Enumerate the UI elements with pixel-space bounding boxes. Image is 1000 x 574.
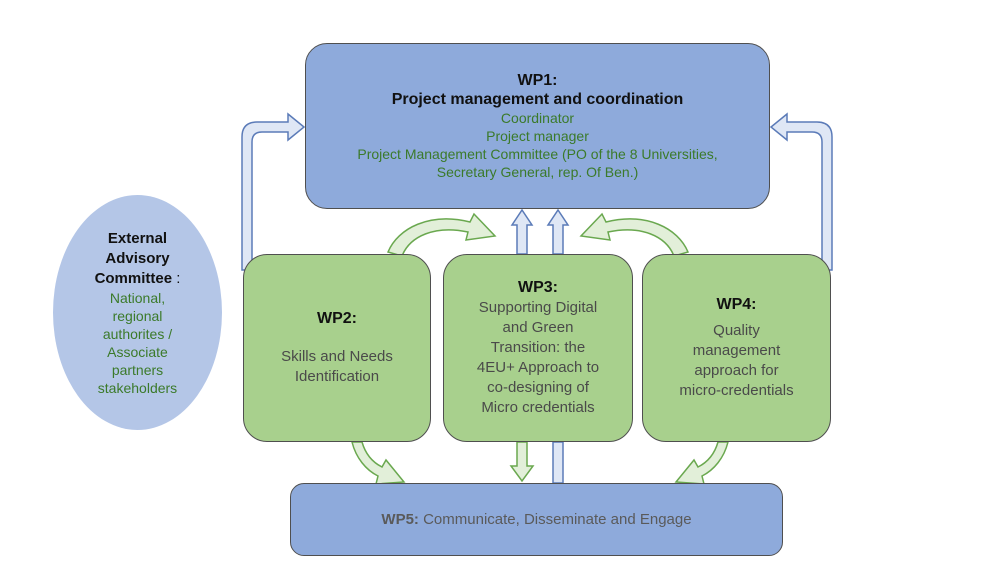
arrow-wp3-down-to-wp5-blue: [552, 441, 564, 484]
wp5-text: Communicate, Disseminate and Engage: [423, 510, 692, 528]
wp2-title: WP2:: [317, 310, 357, 327]
wp3-line: Micro credentials: [481, 399, 595, 416]
wp2-box: WP2: Skills and Needs Identification: [243, 254, 431, 442]
wp2-line: Skills and Needs: [281, 348, 393, 365]
wp1-line: Coordinator: [500, 110, 575, 126]
wp1-subtitle: Project management and coordination: [391, 91, 684, 108]
wp5-row: WP5: Communicate, Disseminate and Engage: [381, 510, 691, 530]
wp4-box: WP4: Quality management approach for mic…: [642, 254, 831, 442]
external-title-line: Committee :: [95, 269, 181, 289]
external-title-line: Advisory: [105, 249, 170, 267]
arrow-wp3-down-to-wp5: [509, 441, 535, 483]
external-line: National,: [109, 289, 166, 306]
wp5-box: WP5: Communicate, Disseminate and Engage: [290, 483, 783, 556]
external-title-line: External: [107, 229, 168, 247]
arrow-wp2-to-wp5: [351, 441, 406, 485]
wp3-line: Transition: the: [490, 339, 586, 356]
wp3-box: WP3: Supporting Digital and Green Transi…: [443, 254, 633, 442]
wp4-line: management: [692, 342, 781, 359]
arrow-wp2-to-wp1: [241, 112, 306, 271]
arrow-wp4-to-wp1: [769, 112, 833, 271]
wp1-title: WP1:: [517, 72, 558, 89]
external-line: partners: [111, 361, 164, 378]
wp4-line: approach for: [694, 362, 779, 379]
external-line: authorites /: [102, 325, 173, 342]
wp3-line: co-designing of: [487, 379, 589, 396]
wp5-title: WP5:: [381, 510, 419, 528]
wp1-line: Project manager: [486, 128, 589, 144]
wp1-line: Project Management Committee (PO of the …: [357, 146, 718, 162]
arrow-wp3-up-to-wp1: [510, 208, 534, 255]
wp3-line: 4EU+ Approach to: [476, 359, 600, 376]
wp3-line: and Green: [502, 319, 574, 336]
arrow-wp5-up-to-wp1: [546, 208, 570, 255]
arrow-wp4-to-wp3: [579, 212, 690, 257]
wp1-line: Secretary General, rep. Of Ben.): [436, 164, 639, 180]
external-advisory-committee: External Advisory Committee : National, …: [53, 195, 222, 430]
external-title-suffix: :: [172, 269, 181, 287]
external-title-last: Committee: [94, 269, 173, 287]
wp4-title: WP4:: [716, 296, 757, 313]
arrow-wp4-to-wp5: [674, 441, 729, 485]
wp4-line: Quality: [713, 322, 760, 339]
external-line: stakeholders: [97, 379, 178, 396]
wp3-title: WP3:: [518, 279, 558, 296]
wp4-line: micro-credentials: [679, 382, 794, 399]
arrow-wp2-to-wp3: [386, 212, 497, 257]
external-line: Associate: [107, 343, 168, 360]
wp3-line: Supporting Digital: [478, 299, 598, 316]
wp1-box: WP1: Project management and coordination…: [305, 43, 770, 209]
wp2-line: Identification: [294, 368, 380, 385]
external-line: regional: [112, 307, 163, 324]
